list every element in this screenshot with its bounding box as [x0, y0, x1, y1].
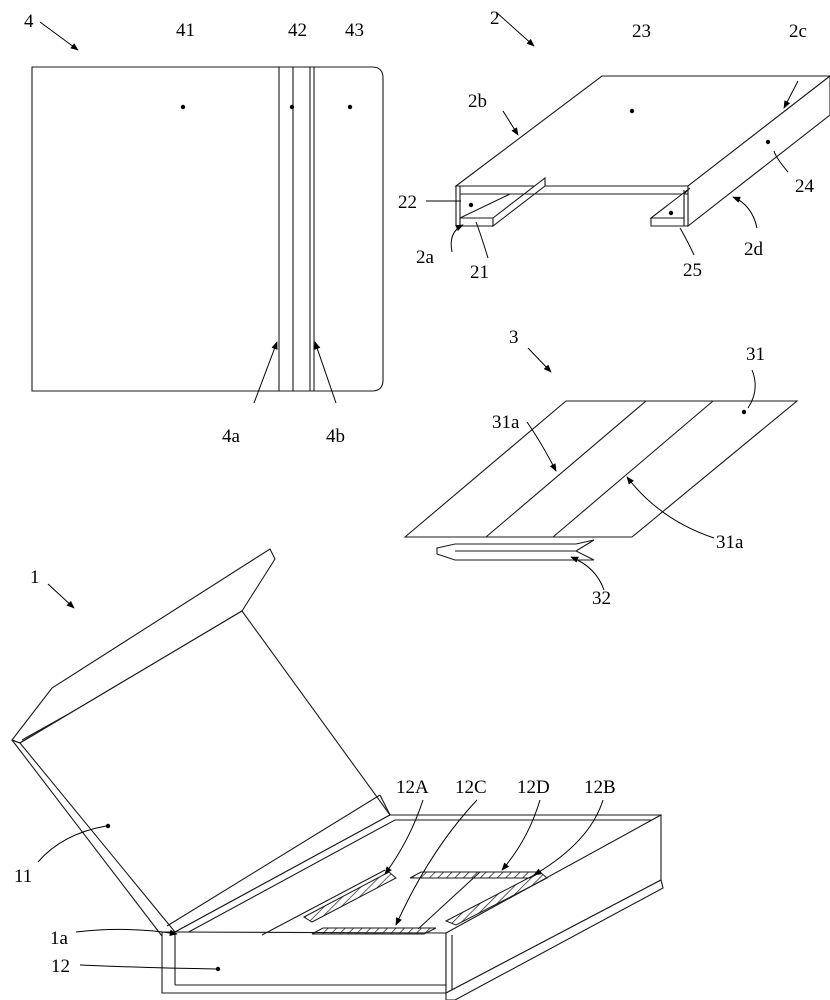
label-2a: 2a [416, 247, 435, 268]
label-31: 31 [746, 344, 765, 365]
label-12B: 12B [584, 777, 616, 798]
label-41: 41 [176, 20, 195, 41]
label-11: 11 [14, 866, 32, 887]
label-1: 1 [30, 567, 40, 588]
label-31a-lower: 31a [716, 532, 744, 553]
label-12D: 12D [517, 777, 550, 798]
label-25: 25 [683, 260, 702, 281]
label-12C: 12C [455, 777, 487, 798]
component-3-sheet [403, 400, 799, 561]
component-1-box [11, 548, 664, 1000]
label-4: 4 [24, 11, 34, 32]
label-42: 42 [288, 20, 307, 41]
label-2c: 2c [789, 21, 807, 42]
component-4-sheet [31, 66, 384, 392]
label-43: 43 [345, 20, 364, 41]
label-31a-upper: 31a [492, 412, 520, 433]
label-21: 21 [470, 262, 489, 283]
label-1a: 1a [50, 928, 69, 949]
component-2-bracket [454, 75, 830, 228]
strip-12B [444, 871, 548, 926]
label-3: 3 [509, 327, 519, 348]
label-2d: 2d [744, 239, 764, 260]
strip-12D [409, 871, 542, 879]
label-22: 22 [398, 192, 417, 213]
label-4b: 4b [326, 426, 345, 447]
label-2b: 2b [468, 91, 487, 112]
label-32: 32 [592, 588, 611, 609]
label-23: 23 [632, 21, 651, 42]
strip-12A [302, 871, 397, 923]
label-12A: 12A [396, 777, 429, 798]
strip-12C [311, 927, 437, 935]
label-2: 2 [490, 8, 500, 29]
label-12: 12 [51, 956, 70, 977]
label-24: 24 [795, 176, 815, 197]
label-4a: 4a [222, 426, 241, 447]
